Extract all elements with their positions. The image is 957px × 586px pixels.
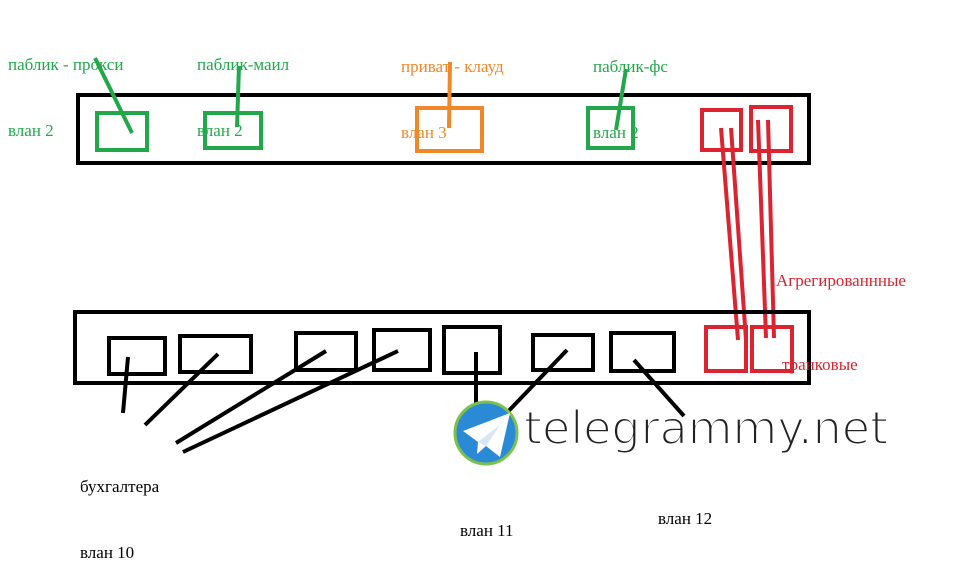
label-private-cloud: приват - клауд влан 3 bbox=[401, 57, 504, 142]
bottom-port-6 bbox=[531, 333, 595, 372]
bottom-port-3 bbox=[294, 331, 358, 372]
bottom-port-1 bbox=[107, 336, 167, 376]
pointer-bottom-1 bbox=[121, 356, 130, 414]
label-public-mail: паблик-маил влан 2 bbox=[197, 55, 290, 140]
label-public-fs: паблик-фс влан 2 bbox=[593, 57, 668, 142]
bottom-switch-chassis bbox=[73, 310, 811, 385]
trunk-link-2b bbox=[766, 119, 776, 339]
telegram-plane-icon bbox=[453, 400, 519, 466]
trunk-link-1b bbox=[729, 127, 748, 341]
top-port-fs bbox=[586, 106, 635, 150]
pointer-bottom-2 bbox=[143, 352, 220, 427]
bottom-port-4 bbox=[372, 328, 432, 372]
top-trunk-port-2 bbox=[749, 105, 793, 153]
bottom-port-7 bbox=[609, 331, 676, 373]
watermark-text: telegrammy.net bbox=[523, 400, 889, 456]
top-port-mail bbox=[203, 111, 263, 150]
pointer-bottom-6 bbox=[498, 348, 569, 422]
network-diagram bbox=[73, 57, 811, 466]
label-accounting: бухгалтера влан 10 bbox=[80, 477, 160, 562]
pointer-proxy bbox=[93, 57, 134, 134]
pointer-cloud bbox=[447, 61, 452, 129]
bottom-port-5 bbox=[442, 325, 502, 375]
label-vlan-11: влан 11 bbox=[460, 521, 514, 540]
pointer-bottom-7 bbox=[632, 358, 686, 418]
bottom-port-2 bbox=[178, 334, 253, 374]
label-trunk: Агрегированнные транковые bbox=[776, 271, 906, 374]
pointer-mail bbox=[235, 65, 241, 128]
bottom-trunk-port-1 bbox=[704, 325, 748, 373]
bottom-trunk-port-2 bbox=[750, 325, 794, 373]
label-public-proxy: паблик - прокси влан 2 bbox=[8, 55, 124, 140]
trunk-link-1a bbox=[719, 127, 740, 341]
pointer-bottom-4 bbox=[182, 349, 399, 454]
pointer-fs bbox=[614, 68, 628, 131]
trunk-link-2a bbox=[756, 119, 768, 339]
pointer-bottom-3 bbox=[174, 349, 328, 445]
top-switch-chassis bbox=[76, 93, 811, 165]
